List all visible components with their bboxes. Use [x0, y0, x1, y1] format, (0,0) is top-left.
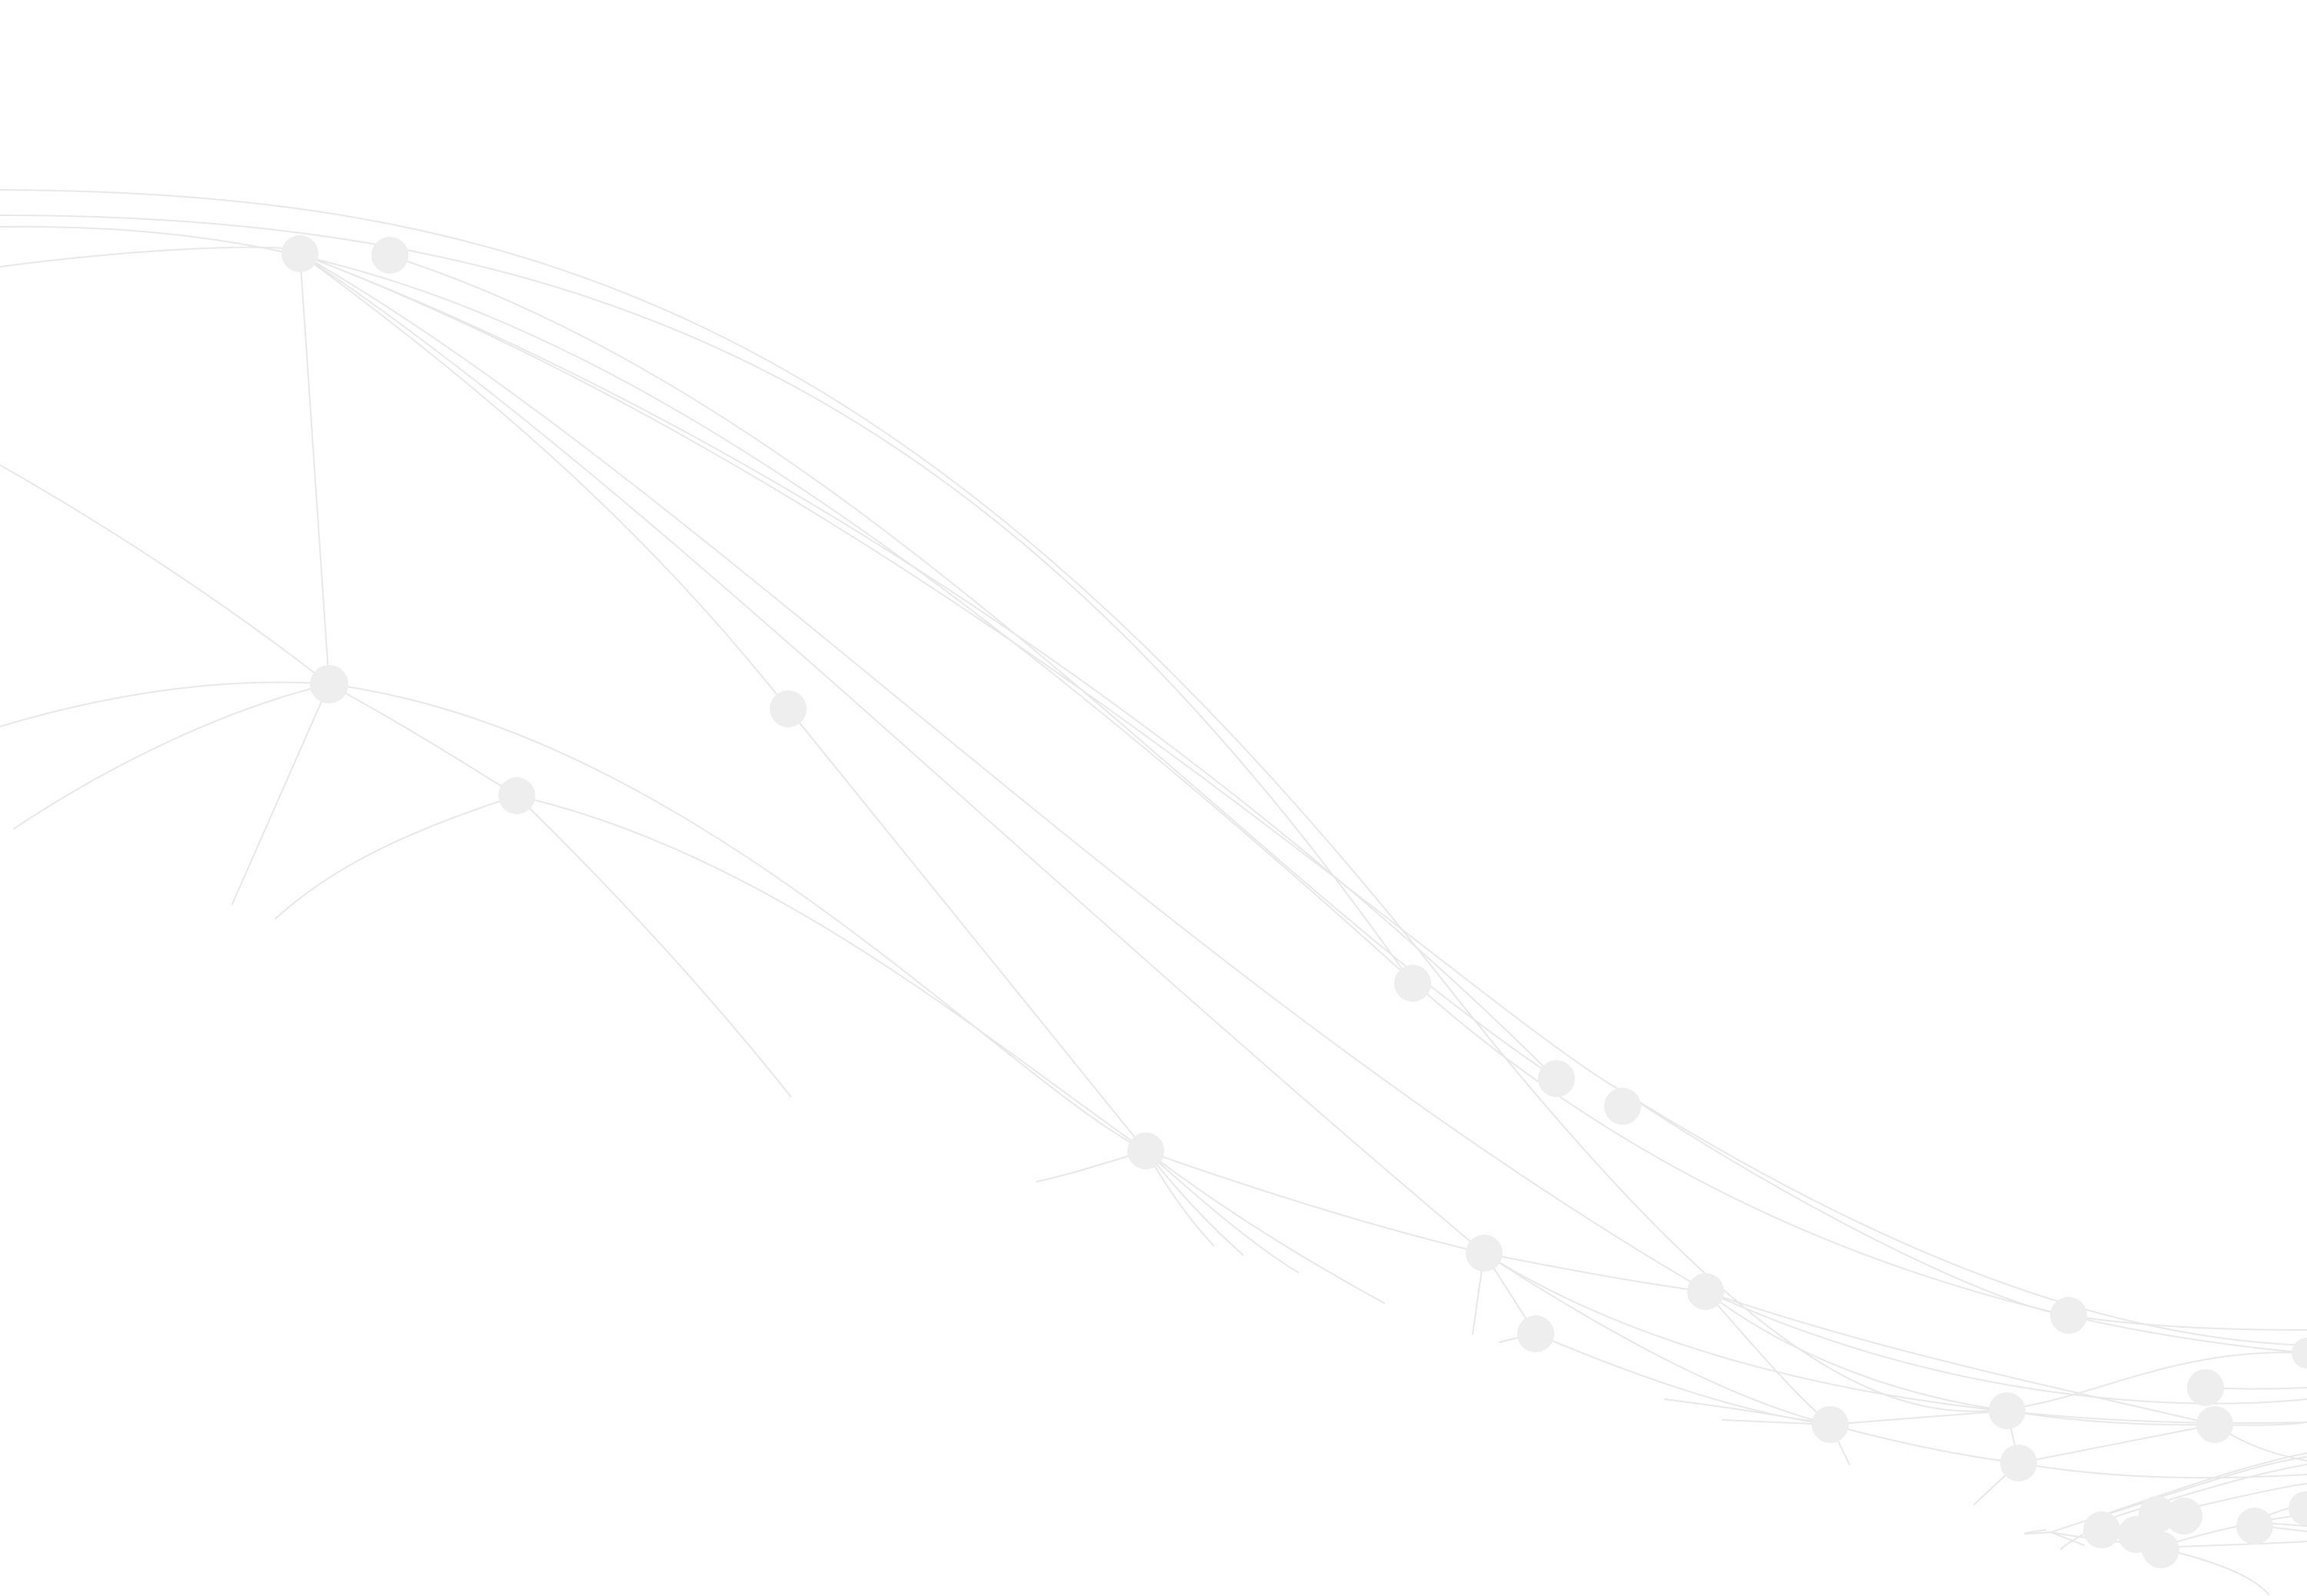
network-edge: [2068, 1315, 2307, 1331]
network-edge: [388, 254, 1554, 1077]
network-node: [770, 690, 807, 727]
network-edge: [1664, 1398, 1831, 1425]
network-edge: [2006, 1410, 2215, 1426]
network-node: [1989, 1392, 2026, 1429]
network-edge: [787, 708, 1147, 1152]
network-node: [1687, 1273, 1724, 1310]
network-node: [1812, 1406, 1849, 1443]
network-edge: [1622, 1091, 2069, 1316]
network-node: [1604, 1088, 1641, 1125]
network-edge: [1483, 1252, 1706, 1292]
network-edge: [2018, 1424, 2215, 1464]
network-edge: [299, 253, 2307, 1425]
network-node: [310, 665, 348, 703]
network-edge: [13, 683, 330, 830]
network-edge: [1829, 1424, 2019, 1464]
network-edge: [299, 253, 1554, 1077]
network-edge: [516, 795, 791, 1097]
network-node: [2000, 1445, 2037, 1481]
network-edge: [1705, 1291, 1831, 1425]
network-edge: [299, 253, 330, 685]
network-node: [2166, 1498, 2202, 1534]
network-node: [2050, 1297, 2087, 1334]
network-node: [2187, 1369, 2224, 1406]
network-node: [2292, 1338, 2307, 1368]
network-node: [1517, 1315, 1554, 1352]
network-edge: [299, 253, 2307, 1405]
network-node: [281, 235, 318, 272]
network-node: [2196, 1406, 2233, 1443]
network-edge: [1829, 1410, 2008, 1425]
network-edge: [1145, 1150, 1299, 1273]
network-node: [2289, 1491, 2307, 1525]
network-edge: [2050, 1531, 2085, 1546]
network-node: [1127, 1132, 1164, 1169]
network-edge: [2024, 1529, 2052, 1534]
network-node: [1466, 1235, 1503, 1272]
network-node: [371, 237, 408, 274]
network-edge: [0, 214, 2307, 1354]
edge-layer: [0, 189, 2307, 1595]
network-node: [1394, 965, 1431, 1002]
network-node: [498, 777, 535, 814]
network-node: [2236, 1508, 2273, 1544]
network-edge: [1145, 1150, 1243, 1255]
network-edge: [1145, 1150, 1485, 1254]
network-edge: [2101, 1456, 2307, 1517]
network-edge: [1483, 1252, 1831, 1425]
node-layer: [281, 235, 2307, 1568]
network-edge: [1145, 1150, 1385, 1304]
network-node: [2141, 1531, 2175, 1564]
network-node: [1538, 1060, 1575, 1097]
network-edge: [299, 253, 789, 710]
network-edge: [1705, 1291, 2215, 1425]
network-edge: [2018, 1462, 2307, 1479]
network-edge: [328, 683, 518, 796]
network-edge: [0, 681, 330, 727]
network-edge: [516, 795, 1147, 1152]
network-edge: [1705, 1291, 2008, 1411]
network-edge: [275, 795, 518, 919]
network-edge: [0, 246, 301, 268]
network-edge: [0, 225, 1408, 977]
network-node: [2083, 1511, 2120, 1548]
network-edge: [231, 683, 330, 905]
network-edge: [328, 683, 1147, 1152]
network-edge: [2156, 1541, 2307, 1548]
network-edge: [0, 189, 2307, 1412]
network-edge: [0, 464, 330, 685]
network-edge: [299, 253, 2307, 1346]
